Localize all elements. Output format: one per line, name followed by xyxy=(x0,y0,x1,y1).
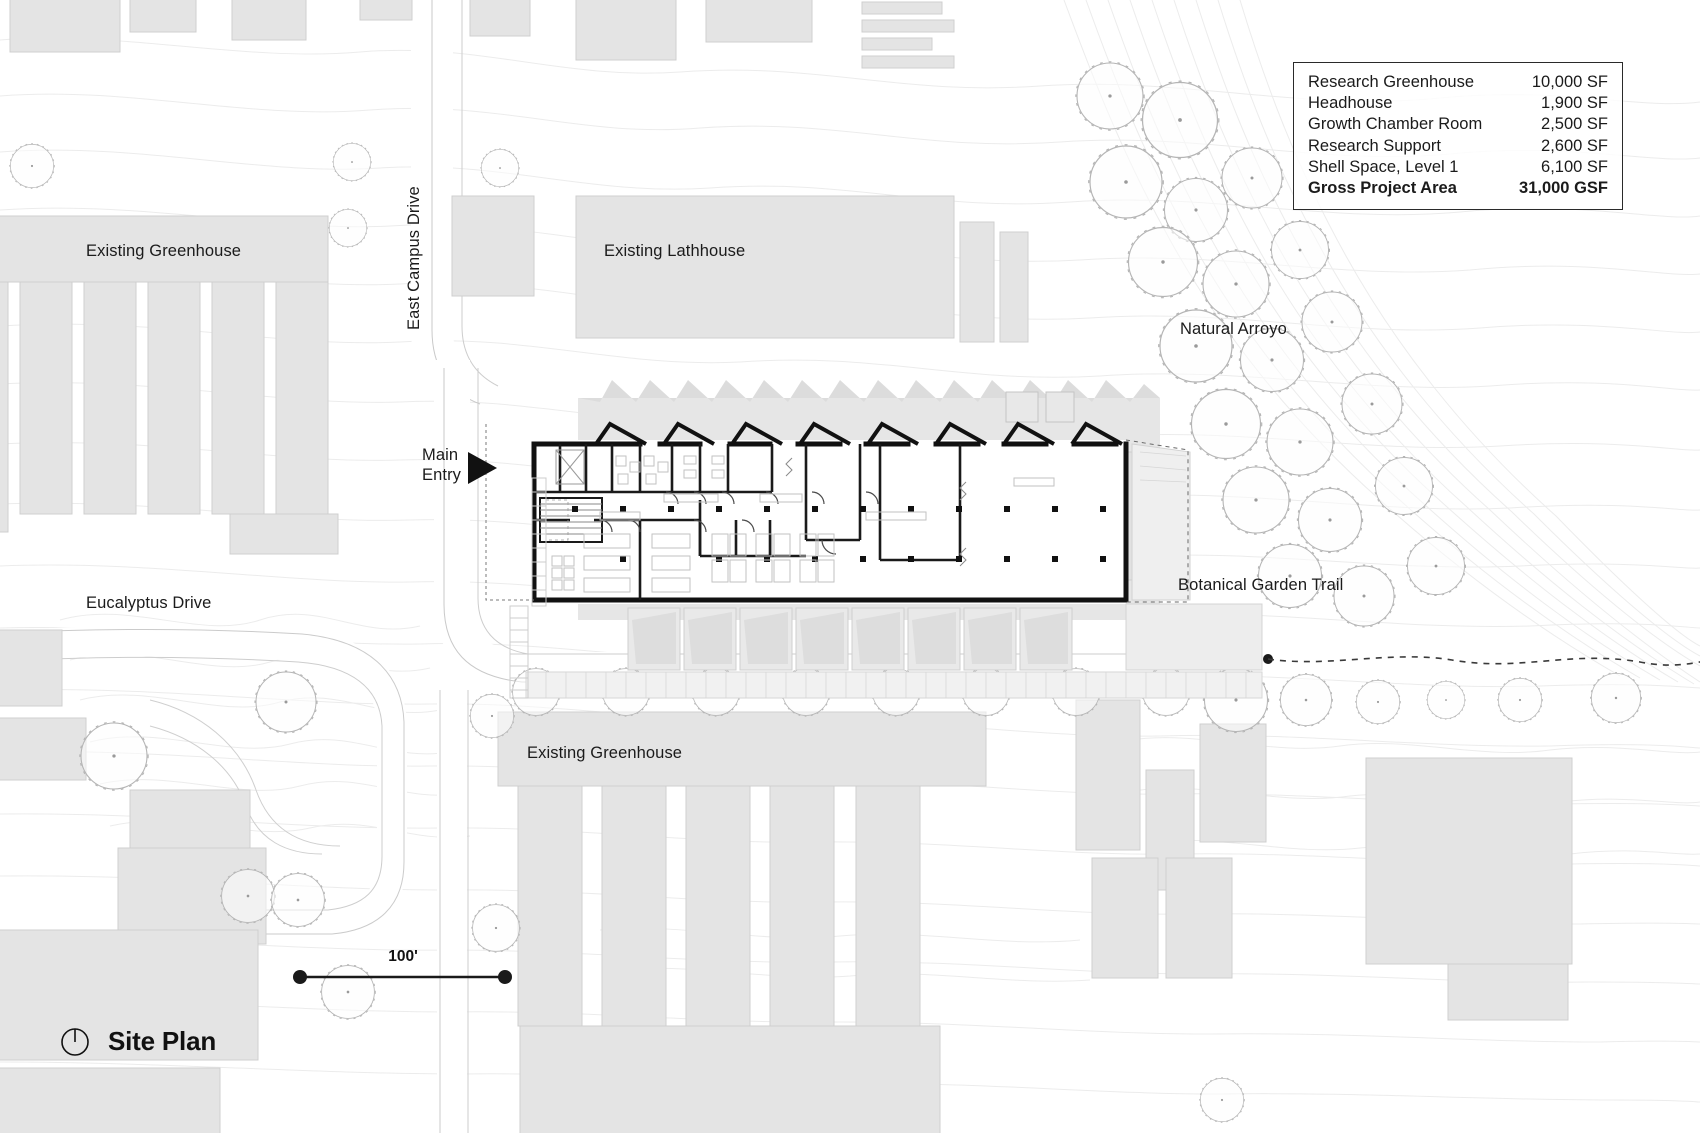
north-arrow-icon xyxy=(61,1027,89,1056)
area-total-value: 31,000 GSF xyxy=(1519,179,1608,198)
area-row: Growth Chamber Room 2,500 SF xyxy=(1308,114,1608,135)
area-row-label: Research Support xyxy=(1308,136,1441,155)
area-row-label: Shell Space, Level 1 xyxy=(1308,157,1459,176)
label-botanical-garden-trail: Botanical Garden Trail xyxy=(1178,576,1344,594)
area-row-label: Headhouse xyxy=(1308,94,1393,113)
area-row: Research Greenhouse 10,000 SF xyxy=(1308,72,1608,93)
botanical-garden-trail-path xyxy=(1263,654,1700,666)
main-entry-arrow-icon xyxy=(468,452,497,484)
structural-column-grid xyxy=(572,506,1106,562)
area-row-label: Research Greenhouse xyxy=(1308,73,1475,92)
area-row-value: 2,600 SF xyxy=(1541,136,1608,155)
area-row: Research Support 2,600 SF xyxy=(1308,136,1608,157)
scale-bar-label: 100' xyxy=(388,948,418,965)
greenhouse-bays xyxy=(509,477,1263,699)
label-existing-greenhouse-nw: Existing Greenhouse xyxy=(86,242,242,260)
page-title: Site Plan xyxy=(108,1026,217,1056)
area-row-value: 1,900 SF xyxy=(1541,94,1608,113)
area-row-value: 2,500 SF xyxy=(1541,115,1608,134)
east-service-yard xyxy=(1125,443,1263,671)
label-main-entry: Main Entry xyxy=(422,445,486,485)
area-row-value: 10,000 SF xyxy=(1531,73,1608,92)
title-block: Site Plan xyxy=(60,1026,216,1057)
area-row-value: 6,100 SF xyxy=(1541,157,1608,176)
scale-bar-graphic xyxy=(293,970,512,984)
label-existing-lathhouse: Existing Lathhouse xyxy=(604,242,746,260)
area-row-label: Growth Chamber Room xyxy=(1308,115,1483,134)
new-building-floor-plan xyxy=(485,421,1263,699)
area-schedule-table: Research Greenhouse 10,000 SF Headhouse 1,9… xyxy=(1308,72,1608,199)
area-row: Shell Space, Level 1 6,100 SF xyxy=(1308,157,1608,178)
area-schedule-legend: Research Greenhouse 10,000 SF Headhouse 1,9… xyxy=(1293,62,1623,211)
area-row: Headhouse 1,900 SF xyxy=(1308,93,1608,114)
label-existing-greenhouse-south: Existing Greenhouse xyxy=(527,744,683,762)
label-eucalyptus-drive: Eucalyptus Drive xyxy=(86,594,212,612)
area-total-row: Gross Project Area 31,000 GSF xyxy=(1308,178,1608,199)
label-natural-arroyo: Natural Arroyo xyxy=(1180,320,1287,338)
furniture-layout xyxy=(551,455,1055,593)
existing-buildings xyxy=(0,0,1573,1133)
roads xyxy=(0,0,1162,1133)
scale-bar: 100' xyxy=(288,948,518,994)
main-entry-line2: Entry xyxy=(422,466,462,485)
label-east-campus-drive: East Campus Drive xyxy=(405,186,423,330)
main-entry-line1: Main xyxy=(422,446,459,464)
area-total-label: Gross Project Area xyxy=(1308,179,1457,198)
